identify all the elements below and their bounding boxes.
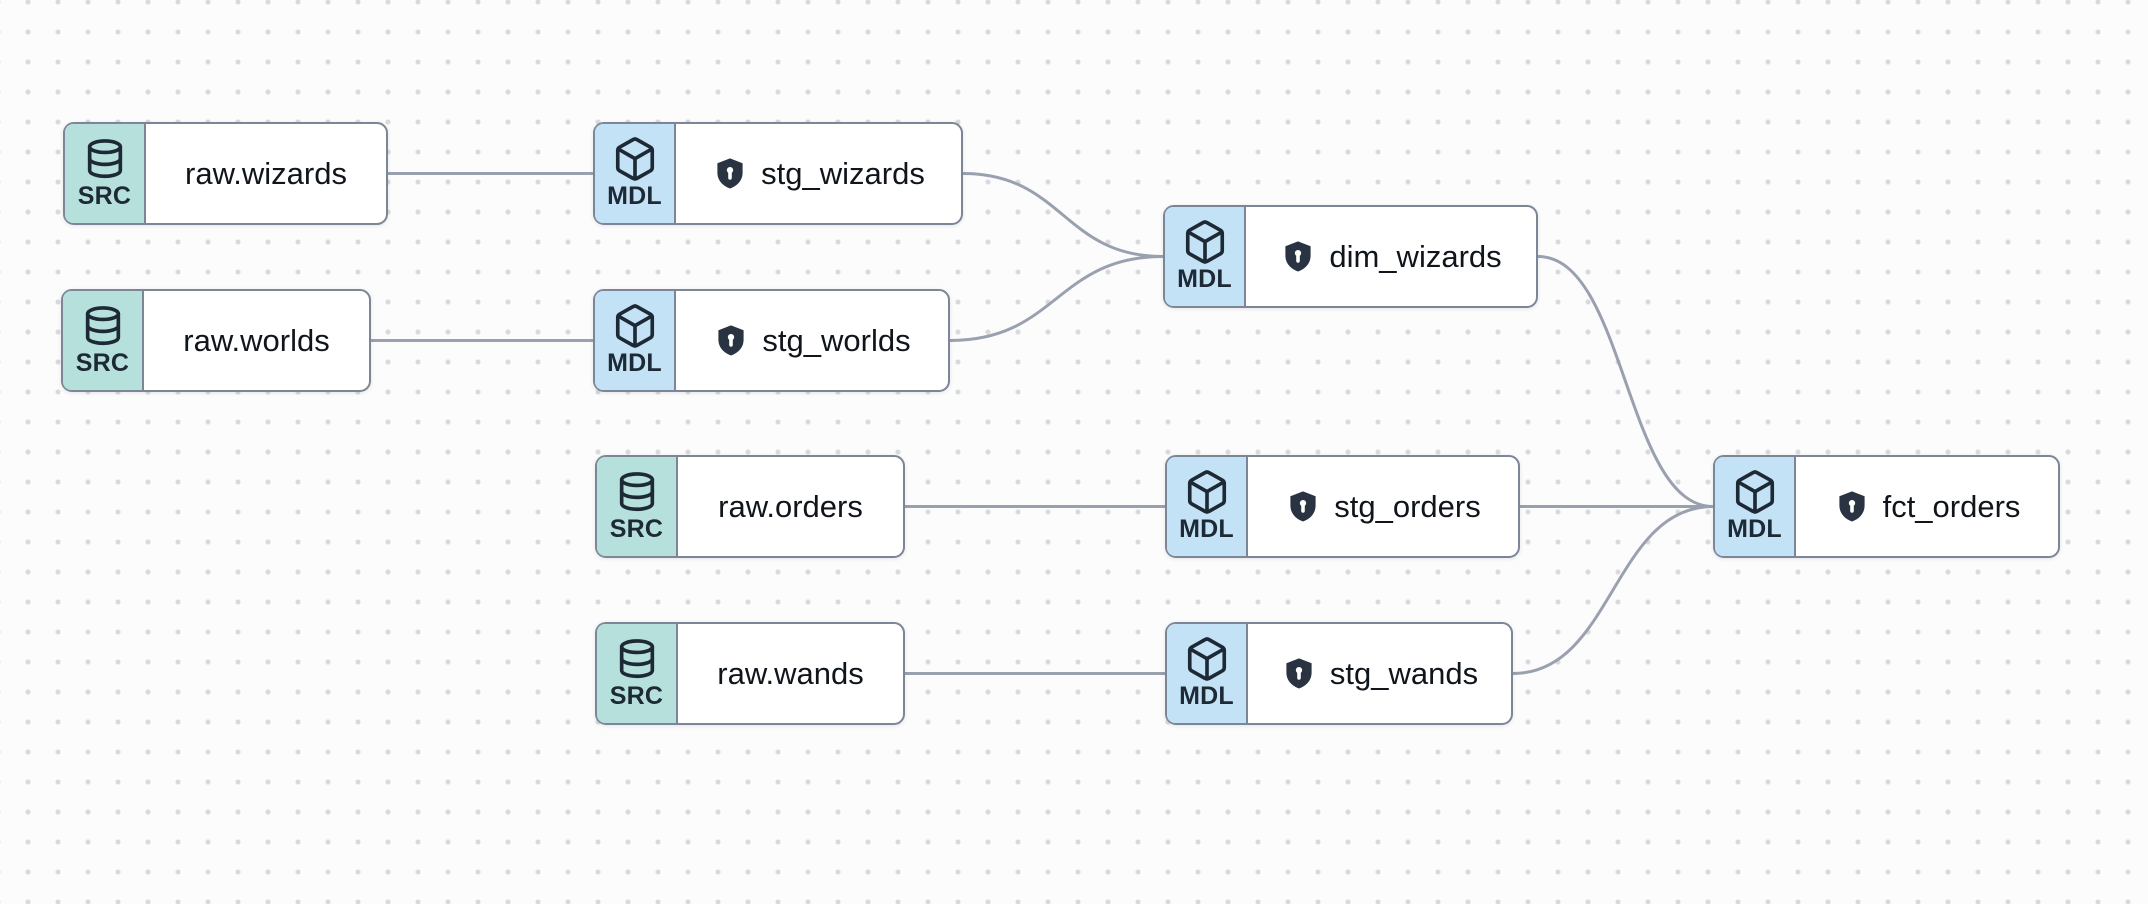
database-icon [85, 305, 120, 345]
node-type-label: SRC [77, 181, 132, 210]
shield-lock-icon [1286, 657, 1312, 689]
cube-icon [1735, 469, 1774, 514]
edge-stg-wizards-to-dim-wizards [961, 172, 1165, 258]
cube-icon [1187, 636, 1226, 681]
node-label: raw.wands [717, 655, 864, 691]
cube-icon [1187, 469, 1226, 514]
node-type-badge: SRC [65, 124, 146, 223]
node-type-badge: SRC [63, 291, 144, 390]
shield-lock-icon [1290, 490, 1316, 522]
node-raw-wands[interactable]: SRC raw.wands [595, 622, 905, 725]
database-icon [619, 471, 654, 511]
node-type-label: MDL [1179, 681, 1234, 710]
node-type-badge: MDL [595, 291, 676, 390]
node-body: stg_orders [1248, 457, 1518, 556]
edge-stg-wands-to-fct-orders [1511, 505, 1715, 675]
node-fct-orders[interactable]: MDL fct_orders [1713, 455, 2060, 558]
node-type-badge: MDL [1167, 624, 1248, 723]
node-type-badge: MDL [1715, 457, 1796, 556]
cube-icon [615, 136, 654, 181]
node-label: stg_wizards [761, 155, 925, 191]
node-type-label: MDL [1179, 514, 1234, 543]
shield-lock-icon [1285, 240, 1311, 272]
node-label: stg_wands [1329, 655, 1479, 691]
node-stg-wands[interactable]: MDL stg_wands [1165, 622, 1513, 725]
node-label: stg_worlds [762, 322, 911, 358]
node-body: raw.orders [678, 457, 903, 556]
node-body: fct_orders [1796, 457, 2058, 556]
node-body: raw.wizards [146, 124, 386, 223]
node-type-badge: SRC [597, 624, 678, 723]
edge-dim-wizards-to-fct-orders [1536, 255, 1715, 508]
node-dim-wizards[interactable]: MDL dim_wizards [1163, 205, 1538, 308]
cube-icon [1185, 219, 1224, 264]
cube-icon [615, 303, 654, 348]
node-label: raw.worlds [183, 322, 330, 358]
database-icon [619, 638, 654, 678]
node-stg-wizards[interactable]: MDL stg_wizards [593, 122, 963, 225]
node-body: stg_worlds [676, 291, 948, 390]
shield-lock-icon [717, 157, 743, 189]
node-type-badge: MDL [1165, 207, 1246, 306]
node-label: raw.wizards [185, 155, 347, 191]
node-label: stg_orders [1334, 488, 1481, 524]
node-raw-worlds[interactable]: SRC raw.worlds [61, 289, 371, 392]
node-type-label: MDL [1177, 264, 1232, 293]
shield-lock-icon [718, 324, 745, 356]
node-label: dim_wizards [1329, 238, 1502, 274]
node-type-badge: MDL [595, 124, 676, 223]
node-type-label: MDL [1727, 514, 1782, 543]
node-type-label: SRC [609, 514, 664, 543]
node-type-badge: MDL [1167, 457, 1248, 556]
node-type-label: MDL [607, 348, 662, 377]
database-icon [87, 138, 122, 178]
node-body: stg_wands [1248, 624, 1511, 723]
node-type-label: MDL [607, 181, 662, 210]
node-body: raw.wands [678, 624, 903, 723]
node-body: dim_wizards [1246, 207, 1536, 306]
node-type-badge: SRC [597, 457, 678, 556]
node-label: raw.orders [718, 488, 863, 524]
node-stg-worlds[interactable]: MDL stg_worlds [593, 289, 950, 392]
edge-stg-worlds-to-dim-wizards [948, 255, 1165, 342]
node-body: stg_wizards [676, 124, 961, 223]
node-raw-orders[interactable]: SRC raw.orders [595, 455, 905, 558]
node-type-label: SRC [609, 681, 664, 710]
node-type-label: SRC [75, 348, 130, 377]
shield-lock-icon [1838, 490, 1865, 522]
node-label: fct_orders [1882, 488, 2021, 524]
node-body: raw.worlds [144, 291, 369, 390]
node-stg-orders[interactable]: MDL stg_orders [1165, 455, 1520, 558]
node-raw-wizards[interactable]: SRC raw.wizards [63, 122, 388, 225]
